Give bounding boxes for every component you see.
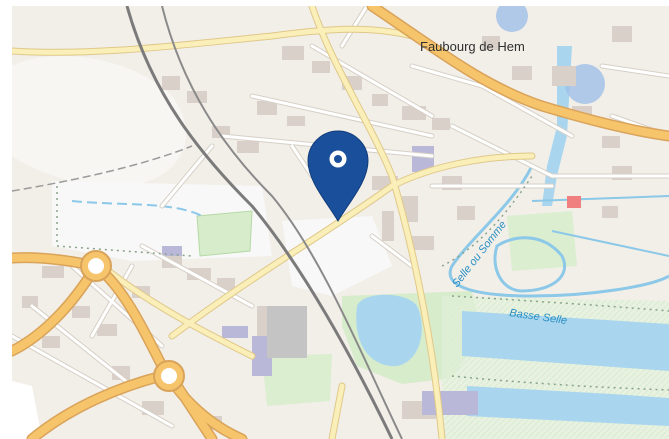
- river: [493, 236, 566, 293]
- poi-building: [567, 196, 581, 208]
- basin: [462, 311, 669, 371]
- location-pin-icon[interactable]: [307, 130, 369, 222]
- pond: [496, 6, 528, 32]
- place-label: Faubourg de Hem: [420, 39, 525, 54]
- open-area: [12, 381, 42, 439]
- park: [196, 210, 253, 257]
- open-area: [12, 56, 187, 187]
- roundabout-center: [161, 368, 177, 384]
- stream: [71, 200, 203, 217]
- park: [262, 354, 332, 406]
- roundabout-center: [88, 258, 104, 274]
- map-canvas[interactable]: Faubourg de Hem Selle ou Somme Basse Sel…: [12, 6, 669, 439]
- open-area: [282, 216, 392, 296]
- boundaries: [56, 175, 669, 391]
- pond: [356, 294, 422, 367]
- stream: [551, 230, 669, 257]
- stream: [531, 195, 669, 202]
- river: [448, 165, 669, 298]
- secondary-roads: [12, 6, 536, 439]
- railways: [12, 6, 403, 439]
- industrial-building: [267, 306, 307, 358]
- basin: [467, 386, 669, 426]
